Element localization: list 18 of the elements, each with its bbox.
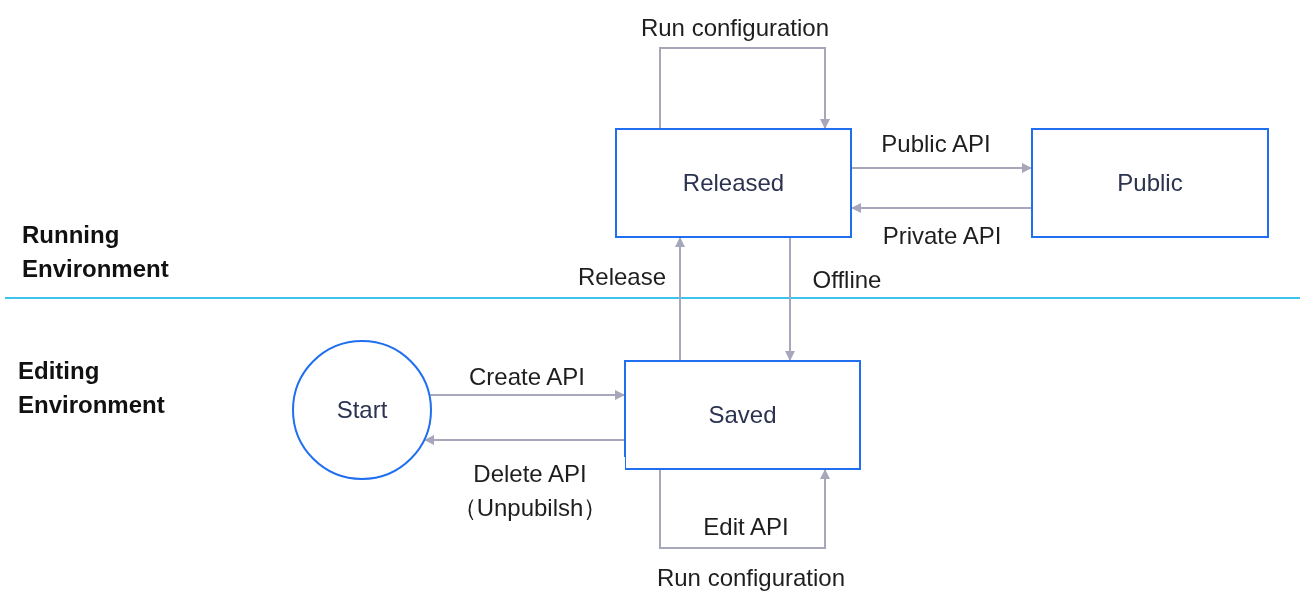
- node-label: Released: [682, 169, 785, 197]
- note-label: Run configuration: [656, 564, 846, 592]
- arrow: [424, 435, 625, 445]
- arrow: [675, 237, 685, 361]
- arrow: [659, 47, 830, 129]
- state-box: [615, 128, 852, 238]
- arrow: [851, 203, 1032, 213]
- arrow: [851, 163, 1032, 173]
- section-heading: Editing Environment: [18, 356, 166, 420]
- node-label: Saved: [708, 401, 777, 429]
- node-label: Start: [336, 396, 388, 424]
- arrow: [429, 390, 625, 400]
- arrow: [659, 469, 830, 549]
- section-heading: Running Environment: [22, 220, 170, 284]
- state-box: [624, 360, 861, 470]
- state-box: [1031, 128, 1269, 238]
- arrow: [785, 237, 795, 361]
- node-label: Public: [1117, 169, 1183, 197]
